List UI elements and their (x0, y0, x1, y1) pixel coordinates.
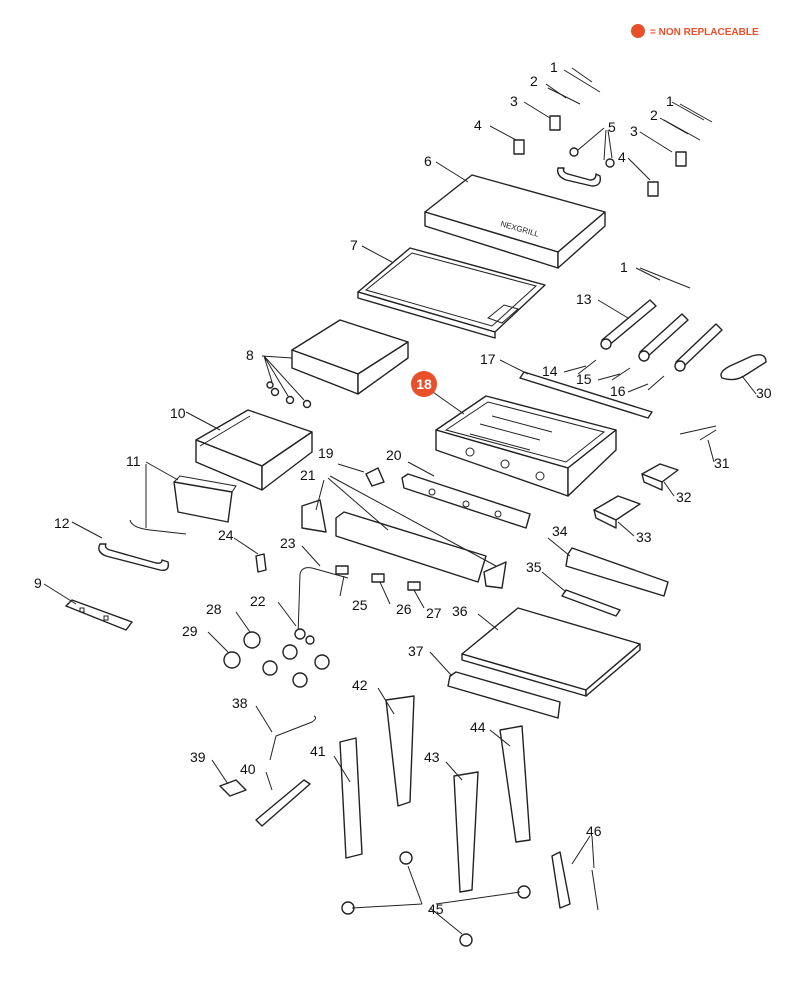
callout-18: 18 (416, 376, 432, 392)
callout-10: 10 (170, 405, 186, 421)
part-10-side-shelf (195, 409, 313, 491)
callout-9: 9 (34, 575, 42, 591)
leader-lines (43, 67, 757, 935)
callout-7: 7 (350, 237, 358, 253)
callout-31: 31 (714, 455, 730, 471)
callout-6: 6 (424, 153, 432, 169)
callout-25: 25 (352, 597, 368, 613)
part-7-griddle-plate (357, 247, 546, 339)
part-39-clip (219, 779, 247, 797)
callout-34: 34 (552, 523, 568, 539)
part-37-rail (447, 671, 561, 719)
callout-16: 16 (610, 383, 626, 399)
parts-14-16-electrodes (577, 359, 665, 391)
callout-43: 43 (424, 749, 440, 765)
parts-41-44-legs (339, 695, 531, 893)
callout-26: 26 (396, 601, 412, 617)
callout-4: 4 (474, 117, 482, 133)
part-45-casters (341, 851, 531, 947)
callout-38: 38 (232, 695, 248, 711)
callout-45: 45 (428, 901, 444, 917)
callout-39: 39 (190, 749, 206, 765)
highlight-18-dot (411, 371, 437, 397)
part-9-bracket (65, 599, 133, 631)
callout-18-highlight: 18 (411, 371, 437, 397)
callout-8: 8 (246, 347, 254, 363)
callout-33: 33 (636, 529, 652, 545)
callout-29: 29 (182, 623, 198, 639)
callout-27: 27 (426, 605, 442, 621)
callout-2: 2 (530, 73, 538, 89)
callout-30: 30 (756, 385, 772, 401)
callout-3: 3 (630, 123, 638, 139)
callout-3: 3 (510, 93, 518, 109)
callout-41: 41 (310, 743, 326, 759)
callout-28: 28 (206, 601, 222, 617)
callout-1: 1 (550, 59, 558, 75)
parts-25-27-valves (335, 565, 421, 591)
parts-1-5-hardware (513, 69, 713, 289)
part-drawings: NEXGRILL (65, 69, 767, 947)
callout-32: 32 (676, 489, 692, 505)
callout-14: 14 (542, 363, 558, 379)
non-replaceable-dot-icon (631, 24, 645, 38)
callout-11: 11 (126, 453, 141, 469)
callout-4: 4 (618, 149, 626, 165)
callout-35: 35 (526, 559, 542, 575)
part-12-handle (98, 543, 170, 572)
callout-24: 24 (218, 527, 234, 543)
part-8-side-box (266, 319, 409, 409)
part-20-panel (401, 473, 531, 529)
legend-text: = NON REPLACEABLE (650, 27, 759, 38)
part-46-bracket (551, 851, 599, 911)
callout-40: 40 (240, 761, 256, 777)
callout-46: 46 (586, 823, 602, 839)
callout-15: 15 (576, 371, 592, 387)
callout-1: 1 (620, 259, 628, 275)
callout-37: 37 (408, 643, 424, 659)
callout-5: 5 (608, 119, 616, 135)
part-6-lid: NEXGRILL (424, 174, 606, 269)
callout-1: 1 (666, 93, 674, 109)
part-30-31 (679, 354, 767, 441)
part-21-control-panel (301, 499, 507, 589)
callout-21: 21 (300, 467, 316, 483)
callout-labels: 1 2 3 4 5 1 2 3 4 6 7 1 13 8 17 14 15 16… (34, 59, 772, 917)
callout-13: 13 (576, 291, 592, 307)
part-24 (255, 553, 267, 573)
callout-17: 17 (480, 351, 496, 367)
part-13-burners (600, 299, 723, 372)
parts-28-29-knobs (223, 631, 330, 688)
callout-44: 44 (470, 719, 486, 735)
legend: = NON REPLACEABLE (631, 24, 759, 38)
part-18-firebox (435, 395, 617, 497)
callout-20: 20 (386, 447, 402, 463)
part-17-bar (519, 371, 653, 419)
part-34-channel (565, 547, 669, 597)
part-36-bottom-shelf (461, 607, 641, 697)
callout-12: 12 (54, 515, 70, 531)
part-19-ignitor (365, 467, 385, 487)
parts-32-33-cups (593, 463, 679, 529)
part-35-rod (561, 589, 621, 617)
callout-23: 23 (280, 535, 296, 551)
callout-22: 22 (250, 593, 266, 609)
callout-19: 19 (318, 445, 334, 461)
callout-2: 2 (650, 107, 658, 123)
callout-36: 36 (452, 603, 468, 619)
callout-42: 42 (352, 677, 368, 693)
part-38-hook (269, 715, 317, 761)
part-40-crossbar (255, 779, 311, 827)
parts-22-23-gas-line (294, 567, 349, 645)
